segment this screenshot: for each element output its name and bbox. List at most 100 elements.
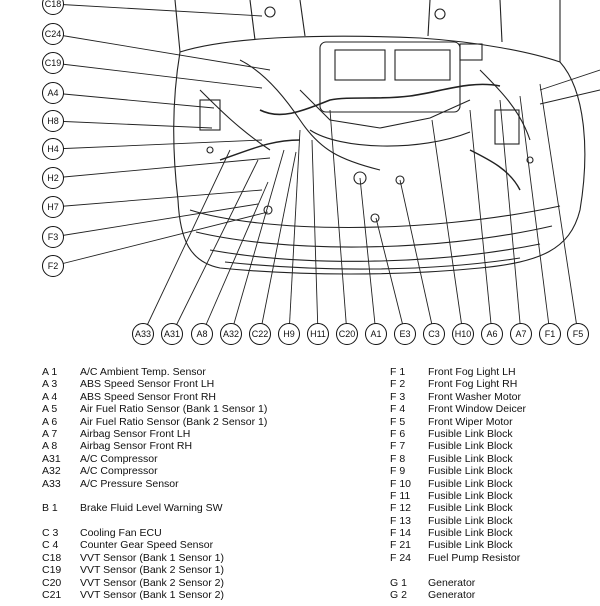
callout-circle: [278, 323, 300, 345]
leader-line-a7: [499, 99, 522, 335]
legend-entry: F 12 Fusible Link Block: [390, 502, 526, 514]
callout-circle: [42, 0, 64, 15]
callout-h2: H2: [42, 167, 64, 189]
legend-entry: C21 VVT Sensor (Bank 1 Sensor 2): [42, 589, 267, 601]
legend-component-name: A/C Pressure Sensor: [80, 477, 179, 490]
callout-circle: [132, 323, 154, 345]
callout-circle: [394, 323, 416, 345]
legend-component-name: Fusible Link Block: [428, 502, 513, 515]
callout-circle: [510, 323, 532, 345]
legend-component-name: ABS Speed Sensor Front RH: [80, 390, 216, 403]
legend-entry: F 4 Front Window Deicer: [390, 403, 526, 415]
leader-line-h2: [52, 157, 271, 179]
legend-component-name: Front Fog Light RH: [428, 378, 518, 391]
callout-circle: [452, 323, 474, 345]
callout-h8: H8: [42, 110, 64, 132]
callout-label: H9: [283, 329, 295, 339]
callout-label: C24: [45, 29, 62, 39]
legend-code: F 21: [390, 539, 412, 552]
legend-component-name: Fusible Link Block: [428, 440, 513, 453]
legend-code: F 2: [390, 378, 406, 391]
callout-circle: [42, 138, 64, 160]
legend-code: B 1: [42, 502, 58, 515]
callout-circle: [336, 323, 358, 345]
callout-circle: [42, 226, 64, 248]
callout-a1: A1: [365, 323, 387, 345]
legend-code: A 4: [42, 390, 58, 403]
legend-entry: C18 VVT Sensor (Bank 1 Sensor 1): [42, 552, 267, 564]
callout-circle: [567, 323, 589, 345]
legend-component-name: VVT Sensor (Bank 1 Sensor 1): [80, 551, 224, 564]
callout-c24: C24: [42, 23, 64, 45]
leader-line-h9: [288, 129, 301, 335]
leader-line-c19: [52, 62, 263, 89]
leader-line-c3: [399, 179, 435, 335]
leader-line-a33: [142, 149, 231, 335]
callout-label: H7: [47, 202, 59, 212]
callout-circle: [42, 110, 64, 132]
legend-component-name: Front Window Deicer: [428, 403, 527, 416]
callout-a33: A33: [132, 323, 154, 345]
legend-component-name: Airbag Sensor Front LH: [80, 427, 191, 440]
legend-component-name: Generator: [428, 576, 476, 589]
legend-entry: F 2 Front Fog Light RH: [390, 378, 526, 390]
legend-code: F 13: [390, 514, 412, 527]
leader-line-f3: [52, 203, 259, 238]
right-edge-leader-1: [539, 69, 600, 91]
leader-line-c18: [52, 3, 263, 17]
legend-code: G 2: [390, 589, 407, 602]
legend-component-name: Front Wiper Motor: [428, 415, 513, 428]
leader-line-f5: [539, 83, 579, 335]
legend-code: F 6: [390, 427, 406, 440]
leader-line-c20: [329, 109, 348, 335]
legend-code: F 5: [390, 415, 406, 428]
callout-circle: [42, 52, 64, 74]
legend-code: F 4: [390, 403, 406, 416]
callout-label: F5: [573, 329, 584, 339]
legend-code: A 6: [42, 415, 58, 428]
legend-component-name: VVT Sensor (Bank 1 Sensor 2): [80, 589, 224, 602]
legend-code: A31: [42, 452, 61, 465]
legend-code: G 1: [390, 576, 407, 589]
legend-code: F 12: [390, 502, 412, 515]
callout-label: E3: [399, 329, 410, 339]
legend-component-name: Fusible Link Block: [428, 489, 513, 502]
callout-label: H8: [47, 116, 59, 126]
legend-code: C18: [42, 551, 62, 564]
callout-a7: A7: [510, 323, 532, 345]
callout-a32: A32: [220, 323, 242, 345]
callout-circle: [161, 323, 183, 345]
legend-code: C21: [42, 589, 62, 602]
legend-code: A33: [42, 477, 61, 490]
leader-line-f1: [519, 95, 551, 335]
leader-line-a32: [230, 149, 285, 335]
leader-line-h11: [311, 139, 319, 335]
leader-line-h4: [52, 139, 263, 150]
leader-line-h8: [52, 120, 213, 129]
legend-entry: F 6 Fusible Link Block: [390, 428, 526, 440]
callout-label: H10: [455, 329, 472, 339]
callout-c19: C19: [42, 52, 64, 74]
callout-circle: [42, 196, 64, 218]
legend-entry: A33 A/C Pressure Sensor: [42, 478, 267, 490]
callout-f3: F3: [42, 226, 64, 248]
legend-code: F 11: [390, 489, 411, 502]
legend-component-name: Fusible Link Block: [428, 427, 513, 440]
legend-component-name: A/C Compressor: [80, 465, 158, 478]
legend-code: F 14: [390, 527, 412, 540]
